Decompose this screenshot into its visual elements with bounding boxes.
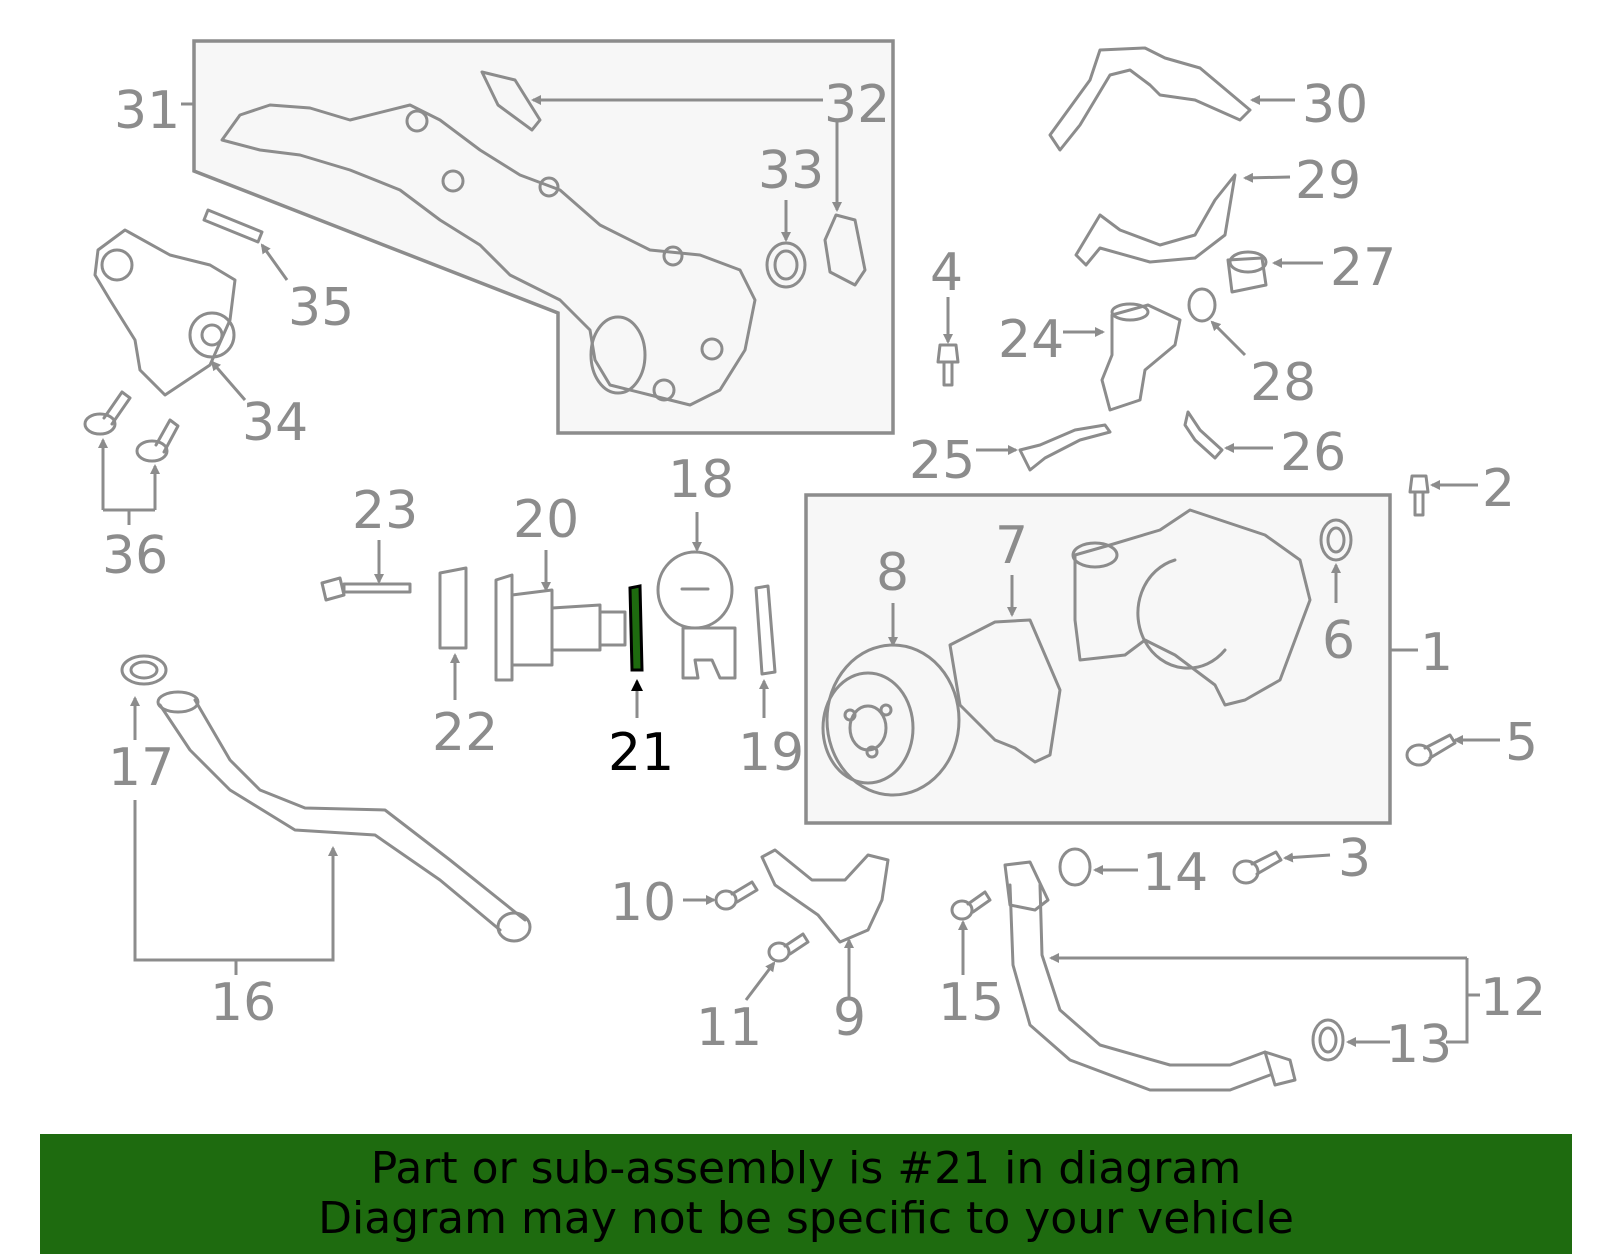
label-8: 8 <box>876 543 909 603</box>
label-24: 24 <box>998 310 1064 370</box>
coolant-pipe-16[interactable] <box>156 690 532 943</box>
o-ring-33[interactable] <box>765 241 807 289</box>
bolt-15[interactable] <box>950 890 992 921</box>
label-23: 23 <box>352 481 418 541</box>
label-28: 28 <box>1250 353 1316 413</box>
o-ring-14[interactable] <box>1058 847 1092 887</box>
water-pump-housing[interactable] <box>1071 508 1312 707</box>
thermostat-20[interactable] <box>494 573 627 682</box>
label-13: 13 <box>1386 1015 1452 1075</box>
label-25: 25 <box>909 431 975 491</box>
thermostat-housing[interactable] <box>93 228 237 397</box>
label-1: 1 <box>1420 623 1453 683</box>
bracket-29[interactable] <box>1074 173 1237 267</box>
label-17: 17 <box>108 738 174 798</box>
label-4: 4 <box>930 243 963 303</box>
label-35: 35 <box>288 278 354 338</box>
o-ring-28[interactable] <box>1187 287 1217 323</box>
label-34: 34 <box>242 393 308 453</box>
label-20: 20 <box>513 490 579 550</box>
bolt-4[interactable] <box>936 343 960 387</box>
bolt-11[interactable] <box>767 932 810 963</box>
label-2: 2 <box>1482 459 1515 519</box>
label-15: 15 <box>938 973 1004 1033</box>
fitting-27[interactable] <box>1226 250 1268 294</box>
label-6: 6 <box>1322 611 1355 671</box>
o-ring-17[interactable] <box>120 654 168 686</box>
gasket-22[interactable] <box>438 566 468 650</box>
label-16: 16 <box>210 973 276 1033</box>
outlet-gasket-lower[interactable] <box>823 213 867 287</box>
bolt-10[interactable] <box>714 880 759 911</box>
label-5: 5 <box>1505 713 1538 773</box>
leader-lines <box>98 95 1500 1047</box>
outlet-gasket-top[interactable] <box>480 70 542 132</box>
coolant-hose-12[interactable] <box>1003 860 1297 1092</box>
label-19: 19 <box>738 723 804 783</box>
thermostat-cover-18[interactable] <box>656 550 737 680</box>
label-36: 36 <box>102 526 168 586</box>
gasket-21-highlighted[interactable] <box>628 584 644 672</box>
label-10: 10 <box>610 873 676 933</box>
bracket-25[interactable] <box>1018 423 1112 472</box>
water-outlet-housing[interactable] <box>220 103 757 407</box>
bolt-23[interactable] <box>320 576 412 602</box>
assembly-box-31 <box>192 39 895 435</box>
banner-line-2: Diagram may not be specific to your vehi… <box>318 1193 1294 1244</box>
clip-26[interactable] <box>1183 410 1224 460</box>
label-27: 27 <box>1330 238 1396 298</box>
o-ring-13[interactable] <box>1311 1018 1345 1062</box>
label-21: 21 <box>608 723 674 783</box>
bolt-36-a[interactable] <box>83 390 132 436</box>
o-ring-6[interactable] <box>1319 518 1353 562</box>
bolt-5[interactable] <box>1405 733 1457 767</box>
label-33: 33 <box>758 141 824 201</box>
bolt-2[interactable] <box>1408 474 1430 517</box>
label-30: 30 <box>1302 75 1368 135</box>
label-32: 32 <box>824 75 890 135</box>
label-22: 22 <box>432 703 498 763</box>
info-banner: Part or sub-assembly is #21 in diagram D… <box>40 1134 1572 1254</box>
label-31: 31 <box>114 81 180 141</box>
gasket-19[interactable] <box>754 584 777 676</box>
label-7: 7 <box>995 516 1028 576</box>
label-12: 12 <box>1480 968 1546 1028</box>
bolt-3[interactable] <box>1232 850 1283 885</box>
bracket-30[interactable] <box>1048 46 1252 152</box>
label-18: 18 <box>668 450 734 510</box>
seal-strip-35[interactable] <box>202 208 264 244</box>
label-11: 11 <box>696 998 762 1058</box>
water-inlet-24[interactable] <box>1100 302 1182 412</box>
bracket-9[interactable] <box>760 848 890 944</box>
pump-gasket[interactable] <box>948 618 1062 764</box>
label-26: 26 <box>1280 423 1346 483</box>
bolt-36-b[interactable] <box>135 418 180 463</box>
label-29: 29 <box>1295 151 1361 211</box>
banner-line-1: Part or sub-assembly is #21 in diagram <box>370 1143 1242 1194</box>
label-14: 14 <box>1142 843 1208 903</box>
label-9: 9 <box>833 988 866 1048</box>
label-3: 3 <box>1338 829 1371 889</box>
